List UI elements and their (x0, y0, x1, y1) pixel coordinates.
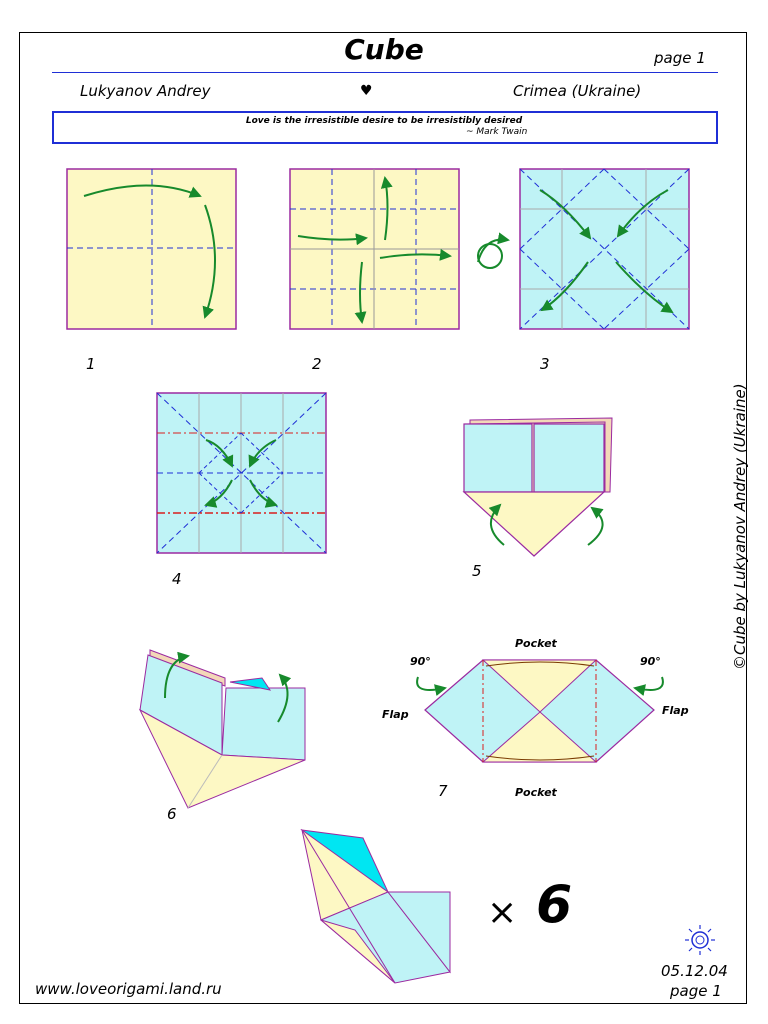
page-title: Cube (344, 33, 424, 66)
step-5-diagram (462, 417, 613, 557)
footer-page-number: page 1 (670, 982, 722, 1000)
step-number-3: 3 (540, 355, 550, 373)
header-divider (52, 72, 718, 73)
page-frame (19, 32, 747, 1004)
copyright-text: ©Cube by Lukyanov Andrey (Ukraine) (731, 383, 749, 670)
finished-unit-diagram (300, 828, 451, 984)
pocket-top-label: Pocket (515, 637, 557, 650)
flap-left-label: Flap (382, 708, 409, 721)
step-2-diagram (289, 168, 460, 330)
angle-right-label: 90° (640, 655, 661, 668)
pocket-bottom-label: Pocket (515, 786, 557, 799)
step-number-6: 6 (167, 805, 177, 823)
step-1-diagram (66, 168, 237, 330)
step-6-diagram (138, 649, 306, 809)
step-number-5: 5 (472, 562, 482, 580)
rotate-icon (477, 232, 510, 269)
step-number-2: 2 (312, 355, 322, 373)
unit-count: 6 (536, 875, 573, 935)
author-location: Crimea (Ukraine) (513, 82, 642, 100)
multiply-sign: × (487, 892, 518, 933)
step-4-diagram (156, 392, 327, 554)
flap-right-label: Flap (662, 704, 689, 717)
quote-attribution: ~ Mark Twain (466, 127, 528, 137)
quote-box (52, 111, 718, 144)
author-name: Lukyanov Andrey (80, 82, 211, 100)
step-number-7: 7 (438, 782, 448, 800)
step-number-1: 1 (86, 355, 96, 373)
step-3-diagram (519, 168, 690, 330)
header-page-number: page 1 (654, 49, 706, 67)
quote-text: Love is the irresistible desire to be ir… (245, 116, 523, 126)
website-link[interactable]: www.loveorigami.land.ru (35, 980, 222, 998)
sun-logo-icon (685, 925, 715, 955)
angle-left-label: 90° (410, 655, 431, 668)
heart-icon: ♥ (360, 83, 373, 99)
step-number-4: 4 (172, 570, 182, 588)
step-7-diagram (416, 659, 664, 763)
footer-date: 05.12.04 (661, 962, 728, 980)
